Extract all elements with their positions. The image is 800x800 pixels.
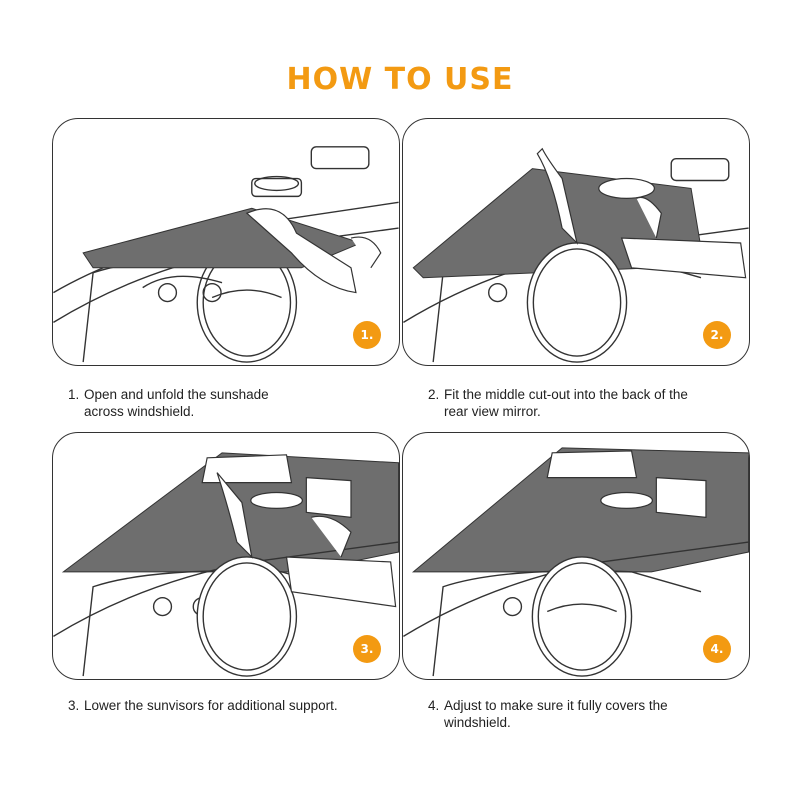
page-title: HOW TO USE — [286, 62, 514, 97]
step-4-illustration: 4. — [402, 432, 750, 680]
step-4-caption: 4. Adjust to make sure it fully covers th… — [428, 697, 758, 731]
step-2-caption: 2. Fit the middle cut-out into the back o… — [428, 386, 758, 420]
step-2-drawing — [403, 147, 749, 363]
step-3-caption: 3. Lower the sunvisors for additional sup… — [68, 697, 398, 714]
step-1-line-1: Open and unfold the sunshade — [84, 387, 269, 402]
step-badge-4: 4. — [703, 635, 731, 663]
step-2-illustration: 2. — [402, 118, 750, 366]
step-3-line-1: Lower the sunvisors for additional suppo… — [84, 698, 338, 713]
step-4-number: 4. — [428, 698, 440, 713]
step-1-number: 1. — [68, 387, 80, 402]
step-3-drawing — [53, 452, 399, 677]
step-1-caption: 1. Open and unfold the sunshade across wi… — [68, 386, 398, 420]
step-3-illustration: 3. — [52, 432, 400, 680]
step-1-line-2: across windshield. — [84, 404, 195, 419]
step-badge-3: 3. — [353, 635, 381, 663]
step-badge-1: 1. — [353, 321, 381, 349]
step-4-line-2: windshield. — [444, 715, 511, 730]
step-2-line-2: rear view mirror. — [444, 404, 541, 419]
step-1-illustration: 1. — [52, 118, 400, 366]
step-3-number: 3. — [68, 698, 80, 713]
step-badge-2: 2. — [703, 321, 731, 349]
step-2-line-1: Fit the middle cut-out into the back of … — [444, 387, 688, 402]
step-4-drawing — [403, 447, 749, 677]
step-4-line-1: Adjust to make sure it fully covers the — [444, 698, 668, 713]
step-1-drawing — [53, 146, 399, 363]
step-2-number: 2. — [428, 387, 440, 402]
